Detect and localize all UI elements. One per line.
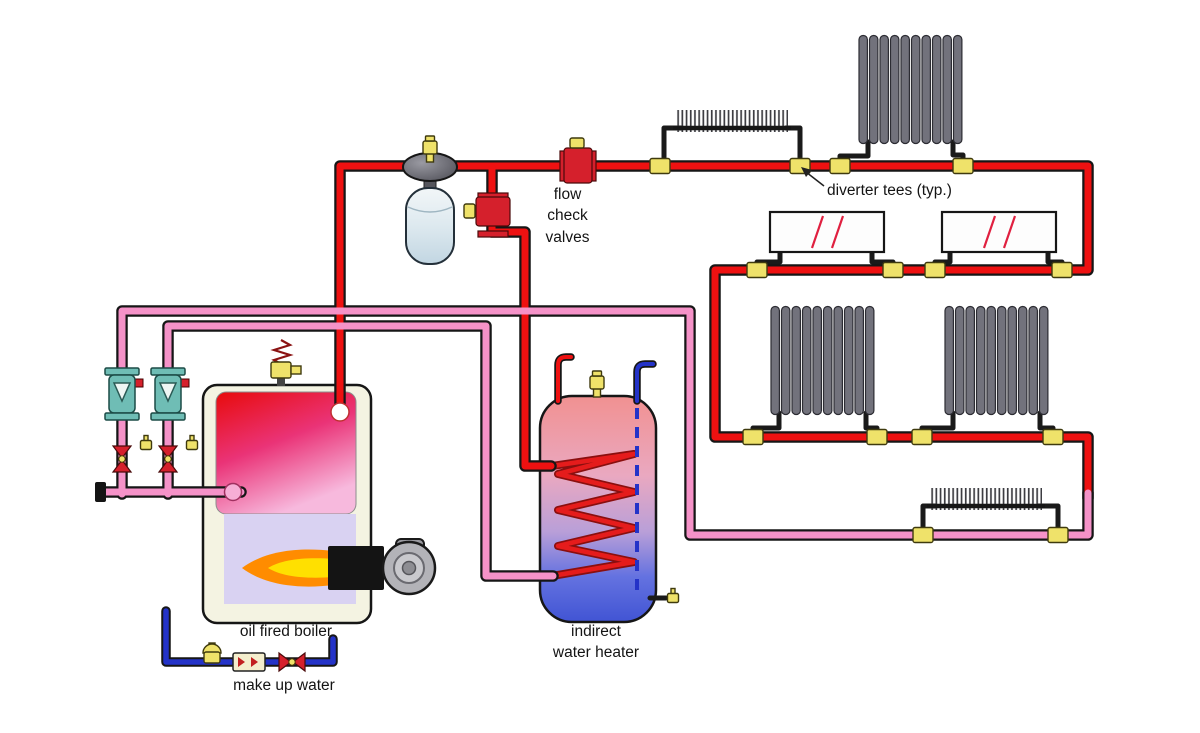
diverter-tee [952,157,974,175]
baseboard-convector [673,110,791,132]
baseboard-convector [927,488,1045,510]
expansion-tank [405,187,455,265]
ball-valve [278,652,306,672]
ball-valve [158,445,178,473]
diverter-tee [911,428,933,446]
diverter-tee-leader-arrow [801,167,825,187]
drain-valve [139,434,153,451]
circulator-pump [150,367,190,421]
diverter-tee [649,157,671,175]
drain-valve [185,434,199,451]
air-separator [402,135,458,191]
flow-check-valves-label: flow check valves [545,186,590,246]
diverter-tee [1042,428,1064,446]
pressure-reducing-valve [202,642,222,664]
radiator [944,305,1049,416]
backflow-preventer [232,652,266,672]
flow-check-valve [559,137,597,184]
oil-burner [328,546,384,590]
diverter-tee [1051,261,1073,279]
panel-radiator [768,210,886,254]
burner-blower-motor [381,538,437,596]
boiler-supply-port [330,402,350,422]
pressure-relief-valve [270,339,302,386]
diverter-tees-label: diverter tees (typ.) [827,182,952,199]
indirect-water-heater-label: indirect water heater [552,623,640,662]
diverter-tee [924,261,946,279]
pipe-end-cap [95,482,106,502]
radiator [858,34,963,145]
diverter-tee [866,428,888,446]
diverter-tee [742,428,764,446]
burner-flame-core [268,558,334,578]
ball-valve [112,445,132,473]
circulator-pump [104,367,144,421]
diverter-tee [882,261,904,279]
boiler-return-port [223,482,243,502]
air-vent [589,370,605,398]
make-up-water-label: make up water [233,677,335,694]
diverter-tee [829,157,851,175]
flow-check-valve [463,192,511,238]
oil-fired-boiler-label: oil fired boiler [239,623,333,640]
dhw-outlet-pipe [556,355,573,403]
drain-valve [666,587,680,604]
indirect-water-heater [538,394,658,624]
diverter-tee [1047,526,1069,544]
oil-fired-boiler [201,383,437,625]
radiator [770,305,875,416]
panel-radiator [940,210,1058,254]
diverter-tee [746,261,768,279]
diverter-tee [912,526,934,544]
